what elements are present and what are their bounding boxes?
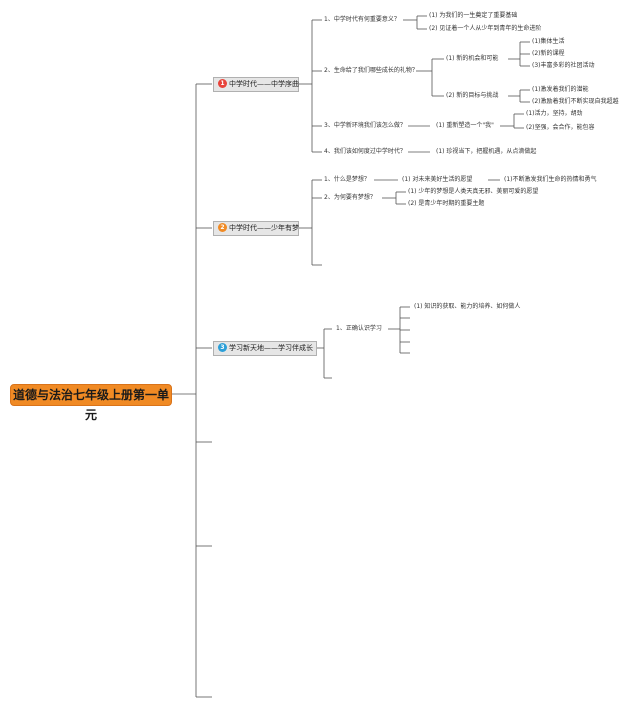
t1-question-1: 1、中学时代有何重要意义？ — [324, 16, 400, 23]
t1-q2-leaf-4: (1)激发着我们的潜能 — [532, 86, 589, 93]
topic-label: 中学时代——少年有梦 — [229, 224, 299, 232]
t1-q2-branch-1: (1) 新的机会和可能 — [446, 55, 499, 62]
number-badge: 3 — [218, 343, 227, 352]
t2-q2-answer-1: (1) 少年的梦想是人类天真无邪、美丽可爱的愿望 — [408, 188, 539, 195]
t1-q2-leaf-2: (2)新的课程 — [532, 50, 565, 57]
topic-label: 中学时代——中学序曲 — [229, 80, 299, 88]
t1-q1-answer-1: (1) 为我们的一生奠定了重要基础 — [429, 12, 518, 19]
t2-q2-answer-2: (2) 是青少年时期的重要主题 — [408, 200, 485, 207]
t1-q2-leaf-5: (2)激励着我们不断实现自我超越 — [532, 98, 619, 105]
t1-question-4: 4、我们该如何度过中学时代？ — [324, 148, 406, 155]
t1-q4-answer-1: (1) 珍视当下，把握机遇，从点滴做起 — [436, 148, 537, 155]
t1-q1-answer-2: (2) 见证着一个人从少年到青年的生命进阶 — [429, 25, 542, 32]
t3-question-1: 1、正确认识学习 — [336, 325, 382, 332]
t2-q1-answer-1: (1) 对未来美好生活的愿望 — [402, 176, 473, 183]
t1-q2-branch-2: (2) 新的目标与挑战 — [446, 92, 499, 99]
t1-question-2: 2、生命给了我们哪些成长的礼物？ — [324, 67, 418, 74]
topic-label: 学习新天地——学习伴成长 — [229, 344, 313, 352]
t2-question-2: 2、为何要有梦想？ — [324, 194, 376, 201]
t1-q3-leaf-1: (1)活力，坚持，胡劲 — [526, 110, 583, 117]
t2-q1-leaf-1: (1)不断激发我们生命的热情和勇气 — [504, 176, 597, 183]
t1-q3-leaf-2: (2)坚强，会合作，能包容 — [526, 124, 595, 131]
t2-question-1: 1、什么是梦想？ — [324, 176, 370, 183]
t1-q3-branch-1: (1) 重新塑造一个"我" — [436, 122, 494, 129]
root-node: 道德与法治七年级上册第一单元 — [10, 384, 172, 422]
t1-question-3: 3、中学新环境我们该怎么做？ — [324, 122, 406, 129]
number-badge: 1 — [218, 79, 227, 88]
number-badge: 2 — [218, 223, 227, 232]
t1-q2-leaf-3: (3)丰富多彩的社团活动 — [532, 62, 595, 69]
t3-q1-answer-1: (1) 知识的获取、能力的培养、如何做人 — [414, 303, 521, 310]
t1-q2-leaf-1: (1)集体生活 — [532, 38, 565, 45]
